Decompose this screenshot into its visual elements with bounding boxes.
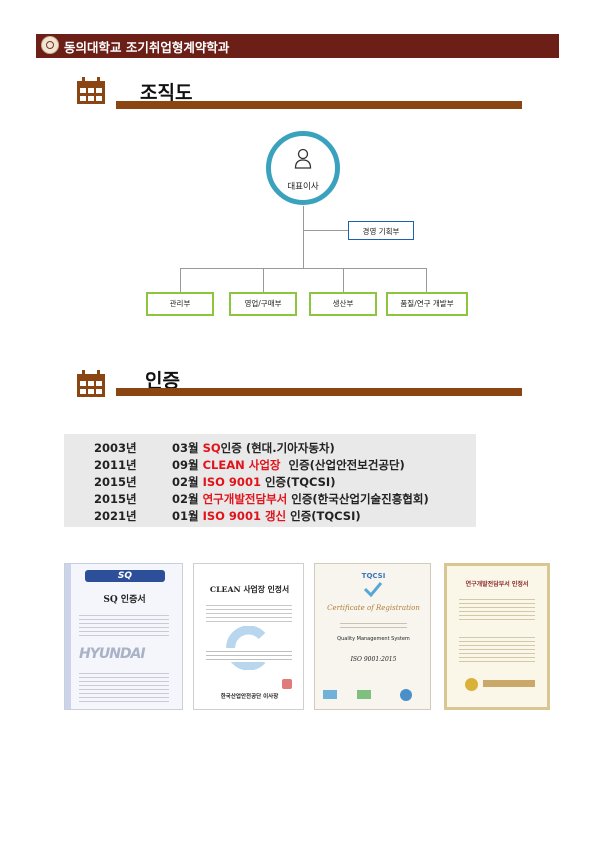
- cert-year: 2015년: [94, 492, 137, 506]
- cert-year: 2021년: [94, 509, 137, 523]
- cert-row: 2015년 02월 연구개발전담부서 인증(한국산업기술진흥협회): [64, 491, 476, 509]
- connector-line: [303, 230, 348, 231]
- connector-line: [343, 268, 344, 292]
- dept-node: 생산부: [309, 292, 377, 316]
- section-title-org: 조직도: [140, 82, 193, 104]
- cert-desc: 01월 ISO 9001 갱신 인증(TQCSI): [172, 509, 361, 523]
- cert-desc: 02월 ISO 9001 인증(TQCSI): [172, 475, 336, 489]
- clean-certificate-image: CLEAN 사업장 인정서 한국산업안전공단 이사장: [193, 563, 304, 710]
- ceo-node: [266, 131, 340, 205]
- connector-line: [263, 268, 264, 292]
- header-title: 동의대학교 조기취업형계약학과: [64, 40, 230, 55]
- cert-row: 2011년 09월 CLEAN 사업장 인증(산업안전보건공단): [64, 457, 476, 475]
- clean-doc-footer: 한국산업안전공단 이사장: [220, 694, 279, 700]
- cert-desc: 02월 연구개발전담부서 인증(한국산업기술진흥협회): [172, 492, 429, 506]
- tqcsi-logo: TQCSI: [361, 572, 386, 580]
- cert-table: 2003년 03월 SQ인증 (현대.기아자동차) 2011년 09월 CLEA…: [64, 434, 476, 527]
- sq-doc-title: SQ 인증서: [103, 595, 146, 605]
- section-divider: [116, 101, 522, 109]
- header-bar: 동의대학교 조기취업형계약학과: [36, 34, 559, 58]
- official-stamp: [282, 679, 292, 689]
- checkmark-icon: [363, 582, 383, 597]
- dept-node: 영업/구매부: [229, 292, 297, 316]
- section-divider: [116, 388, 522, 396]
- university-seal-icon: [41, 36, 59, 54]
- cert-desc: 09월 CLEAN 사업장 인증(산업안전보건공단): [172, 458, 405, 472]
- ceo-label: 대표이사: [287, 182, 319, 192]
- connector-line: [303, 206, 304, 268]
- iso-system: Quality Management System: [337, 636, 410, 642]
- section-title-cert: 인증: [145, 370, 180, 392]
- cert-year: 2011년: [94, 458, 137, 472]
- calendar-icon: [77, 77, 105, 104]
- clean-doc-title: CLEAN 사업장 인정서: [209, 585, 290, 594]
- hyundai-watermark: HYUNDAI: [79, 646, 146, 662]
- cert-row: 2015년 02월 ISO 9001 인증(TQCSI): [64, 474, 476, 492]
- connector-line: [180, 268, 426, 269]
- connector-line: [180, 268, 181, 292]
- connector-line: [426, 268, 427, 292]
- cert-desc: 03월 SQ인증 (현대.기아자동차): [172, 441, 335, 455]
- dept-node: 품질/연구 개발부: [386, 292, 468, 316]
- iso-standard: ISO 9001:2015: [350, 656, 397, 663]
- iso-certificate-image: TQCSI Certificate of Registration Qualit…: [314, 563, 431, 710]
- rnd-doc-title: 연구개발전담부서 인정서: [465, 581, 529, 588]
- dept-node: 관리부: [146, 292, 214, 316]
- cert-year: 2015년: [94, 475, 137, 489]
- cert-row: 2021년 01월 ISO 9001 갱신 인증(TQCSI): [64, 508, 476, 526]
- rnd-certificate-image: 연구개발전담부서 인정서: [444, 563, 550, 710]
- sq-certificate-image: SQ SQ 인증서 HYUNDAI: [64, 563, 183, 710]
- cert-row: 2003년 03월 SQ인증 (현대.기아자동차): [64, 440, 476, 458]
- calendar-icon: [77, 370, 105, 397]
- planning-node: 경영 기획부: [348, 221, 414, 240]
- gold-seal-icon: [465, 678, 478, 691]
- cert-year: 2003년: [94, 441, 137, 455]
- iso-script-title: Certificate of Registration: [327, 604, 420, 612]
- sq-logo: SQ: [85, 570, 165, 582]
- person-icon: [294, 148, 312, 169]
